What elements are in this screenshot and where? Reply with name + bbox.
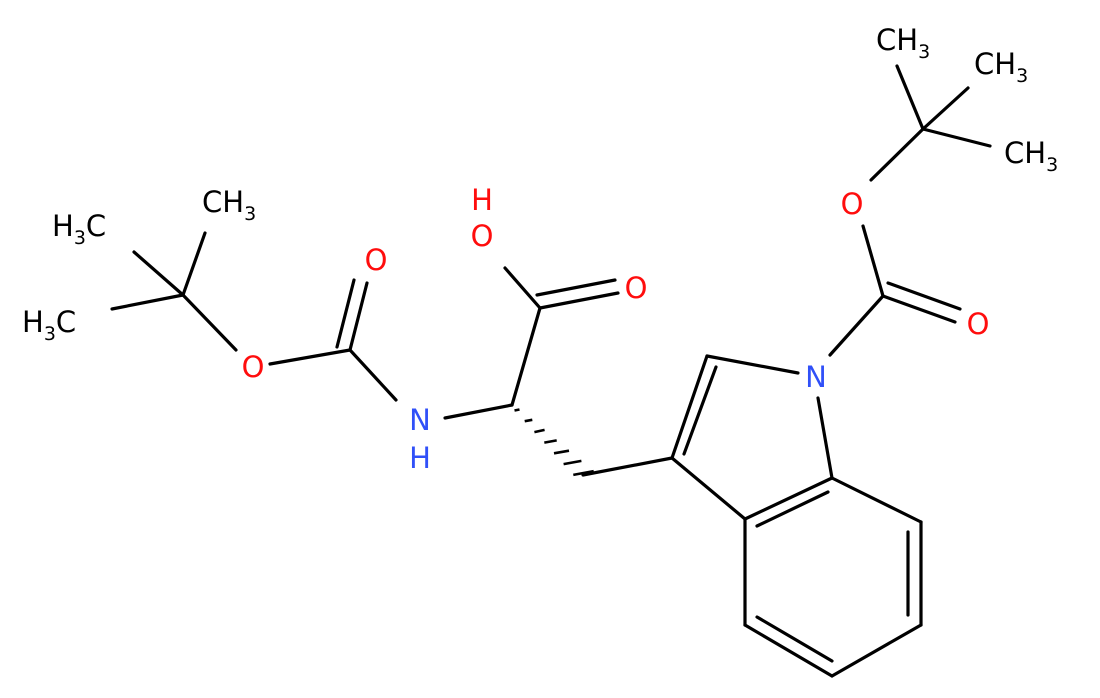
bond-c2-n1 [705, 354, 800, 375]
bond-boc-co-1 [881, 294, 957, 324]
oxygen-atom-label: O [967, 307, 990, 341]
bond-calpha-ch2-hashed-wedge [514, 408, 594, 477]
bond-o-carbamate-c [268, 348, 352, 366]
bond-c3-c3a [670, 456, 747, 521]
methyl-label: CH3 [202, 185, 256, 225]
methyl-label: CH3 [1004, 136, 1058, 176]
oxygen-atom-label: O [242, 350, 265, 384]
bond-tbu1-o [181, 293, 238, 352]
bond-c7a-c7 [830, 476, 923, 524]
bond-acid-c-oh [503, 266, 542, 310]
bond-carbamate-co-1 [348, 281, 369, 352]
oxygen-atom-label: O [841, 187, 864, 221]
bond-tbu1-ch3-lower-left [110, 293, 185, 311]
methyl-label: H3C [22, 305, 76, 345]
bond-n1-boc-c [828, 294, 885, 357]
bond-n1-c7a [816, 396, 834, 480]
bond-c7a-c3a-inner [755, 490, 830, 528]
oxygen-atom-label: O [625, 271, 648, 305]
hydroxyl-oxygen-label: O [471, 219, 494, 253]
bond-c3-c2-inner [682, 365, 718, 456]
bond-tbu2-ch3-right-top [921, 86, 970, 131]
hydrogen-on-nitrogen-label: H [409, 441, 431, 475]
bond-acid-co-2 [535, 278, 617, 297]
bond-carbamate-c-n [348, 348, 398, 402]
bond-c5-c4 [743, 623, 834, 678]
atom-labels: CH3 H3C H3C O O N H H O O N O O CH3 CH3 … [22, 23, 1058, 475]
bond-c3-c2-outer [670, 354, 709, 460]
bond-ch2-c3 [581, 456, 674, 477]
methyl-label: CH3 [876, 23, 930, 63]
bond-tbu2-ch3-right-bottom [921, 127, 992, 148]
bond-acid-co-1 [538, 291, 620, 310]
bond-o-tbu2 [869, 127, 925, 182]
hydroxyl-label: H [471, 183, 493, 217]
bond-boc-co-2 [886, 281, 962, 311]
bond-n-calpha [443, 403, 514, 420]
bond-tbu1-ch3-top [181, 231, 207, 297]
nitrogen-atom-label: N [805, 360, 827, 394]
bond-boc-c-o [861, 224, 885, 298]
bond-c3a-c7a [743, 476, 834, 521]
bond-carbamate-co-2 [335, 278, 356, 349]
bond-calpha-cooh [510, 306, 542, 407]
bond-tbu2-ch3-top [895, 64, 925, 131]
bond-tbu1-ch3-upper-left [132, 250, 185, 297]
methyl-label: H3C [52, 209, 106, 249]
bonds [110, 64, 992, 678]
nitrogen-atom-label: N [409, 403, 431, 437]
oxygen-atom-label: O [365, 243, 388, 277]
bond-c6-c5 [830, 623, 923, 678]
bond-c5-c4-inner [755, 615, 834, 663]
methyl-label: CH3 [974, 47, 1028, 87]
